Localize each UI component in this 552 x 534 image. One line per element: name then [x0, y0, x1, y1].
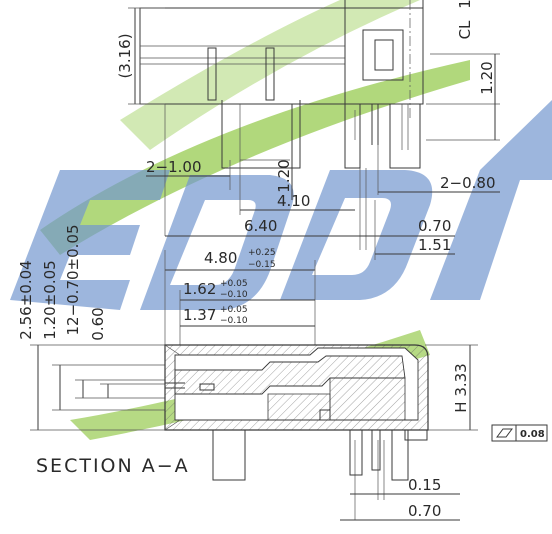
- section-dimensions: 4.80 +0.25 −0.15 1.62 +0.05 −0.10 1.37 +…: [17, 224, 548, 521]
- dim-4-80: 4.80: [204, 249, 237, 267]
- dim-4-80-upper: +0.25: [248, 248, 276, 258]
- dim-6-40: 6.40: [244, 217, 277, 235]
- dim-1-62-lower: −0.10: [220, 290, 248, 300]
- centerline-number: 1: [456, 0, 474, 9]
- dim-0-70-bottom: 0.70: [408, 502, 441, 520]
- dim-1-51: 1.51: [418, 236, 451, 254]
- dim-1-20-top: 1.20: [478, 61, 496, 94]
- dim-4-80-lower: −0.15: [248, 260, 276, 270]
- dim-0-60: 0.60: [89, 307, 107, 340]
- flatness-value: 0.08: [520, 429, 545, 440]
- dim-2-1-00: 2−1.00: [146, 158, 202, 176]
- dim-1-62: 1.62: [183, 280, 216, 298]
- dim-0-15: 0.15: [408, 476, 441, 494]
- section-label: SECTION A−A: [36, 455, 190, 477]
- dim-2-0-80: 2−0.80: [440, 174, 496, 192]
- section-view: [164, 344, 429, 481]
- dim-1-37: 1.37: [183, 306, 216, 324]
- dim-0-70-top: 0.70: [418, 217, 451, 235]
- dim-12-0-70: 12−0.70±0.05: [64, 224, 82, 335]
- dim-3-16: (3.16): [116, 33, 134, 78]
- dim-2-56: 2.56±0.04: [17, 260, 35, 339]
- centerline-label: CL: [456, 20, 474, 39]
- top-dimensions: (3.16) 1.20 CL 1 2−1.00 1.20 4.10 2−0.80…: [116, 0, 500, 260]
- dim-h-3-33: H 3.33: [452, 363, 470, 412]
- dim-1-37-lower: −0.10: [220, 316, 248, 326]
- dim-1-37-upper: +0.05: [220, 305, 248, 315]
- dim-4-10: 4.10: [277, 192, 310, 210]
- dim-1-20-tol: 1.20±0.05: [41, 260, 59, 339]
- dim-1-20-mid: 1.20: [275, 159, 293, 192]
- dim-1-62-upper: +0.05: [220, 279, 248, 289]
